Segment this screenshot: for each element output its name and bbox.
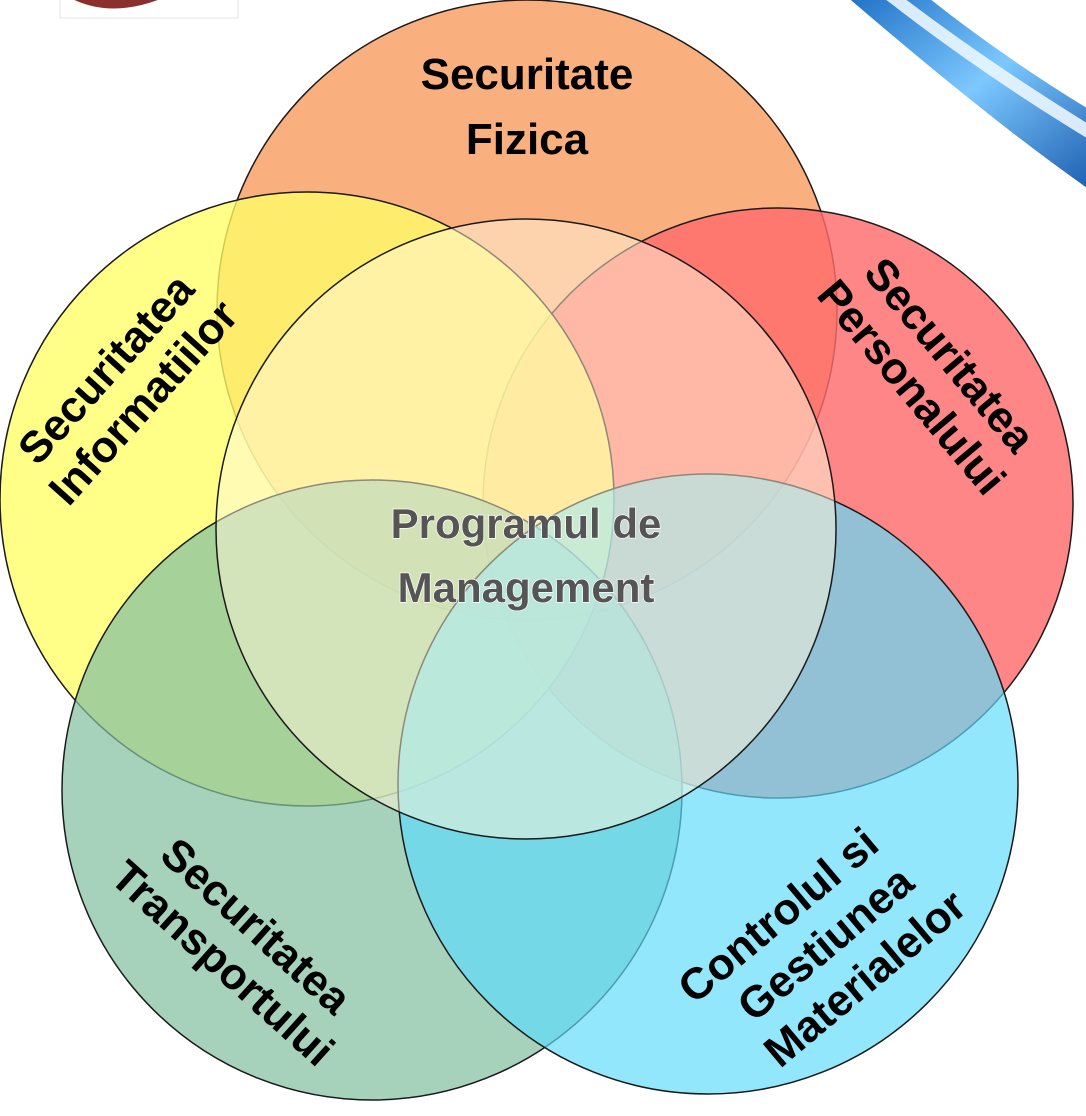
corner-logo (59, 0, 239, 19)
label-physical-line2: Fizica (466, 115, 589, 164)
label-physical-security: Securitate Fizica (421, 50, 634, 164)
label-management-program: Programul de Management (390, 499, 662, 611)
logo-shape (74, 0, 158, 9)
label-center-line1: Programul de (391, 500, 662, 547)
corner-ribbon (850, 0, 1086, 188)
circle-management-program (215, 218, 837, 840)
label-center-line2: Management (398, 564, 655, 611)
label-physical-line1: Securitate (421, 50, 634, 99)
